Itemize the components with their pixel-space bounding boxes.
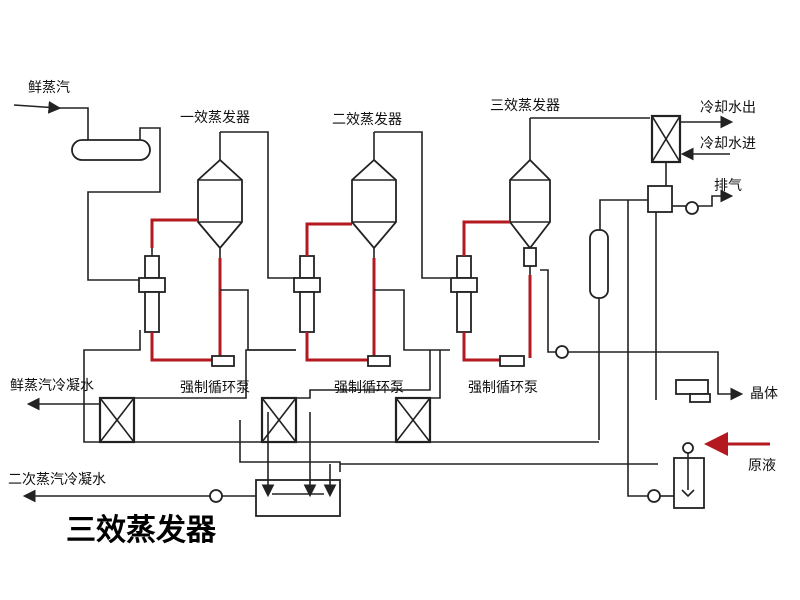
- heater-1: [138, 248, 166, 333]
- steam-header-drum: [71, 139, 151, 161]
- exhaust-arrow: [698, 189, 734, 207]
- evaporator-1: [197, 132, 243, 258]
- vapor-to-effect-2: [220, 131, 296, 279]
- circulation-pump-1: [211, 355, 235, 367]
- circulation-loop-3: [462, 220, 510, 256]
- fresh-steam-inlet: [13, 100, 89, 140]
- diagram-title: 三效蒸发器: [66, 513, 217, 548]
- label-pump-3: 强制循环泵: [468, 380, 538, 396]
- label-fresh-steam-condensate: 鲜蒸汽冷凝水: [10, 378, 94, 394]
- condensate-pump: [209, 489, 223, 503]
- label-effect-1: 一效蒸发器: [180, 110, 250, 126]
- raw-liquid-tank: [673, 457, 705, 509]
- label-cooling-water-out: 冷却水出: [700, 100, 756, 116]
- label-crystal: 晶体: [750, 386, 778, 402]
- discharge-pump: [555, 345, 569, 359]
- label-effect-3: 三效蒸发器: [490, 98, 560, 114]
- fresh-steam-condensate-hx: [98, 396, 136, 444]
- condenser: [650, 114, 682, 164]
- label-pump-2: 强制循环泵: [334, 380, 404, 396]
- circulation-loop-2: [305, 222, 352, 256]
- preheater-2: [260, 396, 298, 444]
- label-fresh-steam: 鲜蒸汽: [28, 80, 70, 96]
- feed-pump: [647, 489, 661, 503]
- evaporator-3: [509, 118, 551, 275]
- steam-to-effect-1: [87, 127, 161, 281]
- circulation-loop-1: [150, 218, 198, 248]
- vapor-to-effect-3: [374, 131, 450, 279]
- circulation-pump-3: [499, 355, 525, 367]
- crystal-separator: [675, 379, 711, 403]
- heater-3: [450, 255, 478, 333]
- preheater-3: [394, 396, 432, 444]
- label-effect-2: 二效蒸发器: [332, 112, 402, 128]
- circulation-pump-2: [367, 355, 391, 367]
- vacuum-separator: [647, 185, 673, 213]
- vacuum-pump: [685, 201, 699, 215]
- label-cooling-water-in: 冷却水进: [700, 136, 756, 152]
- label-raw-liquid: 原液: [748, 458, 776, 474]
- label-secondary-steam-condensate: 二次蒸汽冷凝水: [8, 472, 106, 488]
- label-pump-1: 强制循环泵: [180, 380, 250, 396]
- heater-2: [293, 255, 321, 333]
- label-exhaust: 排气: [714, 178, 742, 194]
- evaporator-2: [351, 132, 397, 258]
- crystallizer-column: [589, 229, 609, 299]
